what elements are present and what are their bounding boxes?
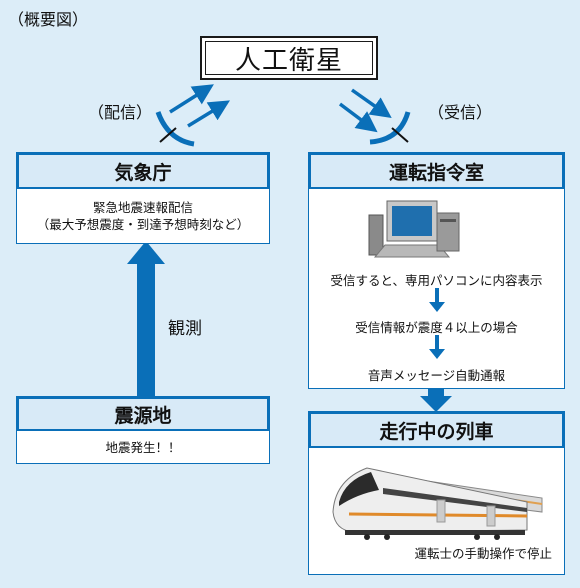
satellite-box: 人工衛星 [200, 36, 378, 80]
observation-arrow-head [127, 241, 165, 264]
satellite-label: 人工衛星 [234, 45, 343, 76]
computer-icon [368, 200, 460, 258]
uplink-dish-icon [155, 111, 195, 147]
control-room-title: 運転指令室 [311, 155, 562, 187]
jma-line-1: 緊急地震速報配信 [92, 200, 193, 215]
control-step-3: 音声メッセージ自動通報 [367, 368, 506, 383]
control-to-train-arrow-shaft [428, 389, 444, 399]
downlink-arrow-1 [350, 88, 392, 119]
uplink-arrow-2 [187, 100, 230, 128]
flow-arrow-1 [429, 288, 445, 312]
epicenter-title: 震源地 [19, 399, 267, 429]
reception-label: （受信） [428, 103, 493, 122]
control-to-train-arrow-head [420, 396, 452, 412]
satellite-box-inner-border [205, 41, 373, 75]
uplink-arrow-1 [169, 84, 214, 114]
jma-title: 気象庁 [19, 155, 267, 187]
control-room-header: 運転指令室 [309, 153, 564, 189]
train-header: 走行中の列車 [309, 412, 564, 448]
control-step-2: 受信情報が震度４以上の場合 [355, 320, 518, 335]
jma-line-2: （最大予想震度・到達予想時刻など） [36, 217, 250, 232]
train-box: 走行中の列車 運転士の手動操作で停止 [308, 411, 565, 575]
control-room-box: 運転指令室 受信すると、専用パソコンに内容表示 受信情報が震度４以上の場合 音声… [308, 152, 565, 389]
train-image [332, 467, 543, 540]
observation-arrow-shaft [137, 262, 155, 397]
observation-label: 観測 [168, 319, 202, 339]
control-step-1: 受信すると、専用パソコンに内容表示 [330, 273, 543, 288]
jma-body: 緊急地震速報配信 （最大予想震度・到達予想時刻など） [17, 199, 269, 233]
overview-label: （概要図） [8, 10, 89, 29]
epicenter-box: 震源地 地震発生！！ [16, 396, 270, 464]
jma-header: 気象庁 [17, 153, 269, 189]
downlink-dish-stand [391, 127, 409, 143]
epicenter-text: 地震発生！！ [105, 440, 181, 455]
train-caption: 運転士の手動操作で停止 [414, 546, 552, 561]
epicenter-header: 震源地 [17, 397, 269, 431]
downlink-arrow-2 [338, 102, 378, 133]
downlink-dish-icon [369, 111, 411, 145]
uplink-dish-stand [159, 127, 177, 143]
train-title: 走行中の列車 [311, 414, 562, 446]
distribution-label: （配信） [88, 103, 153, 122]
jma-box: 気象庁 緊急地震速報配信 （最大予想震度・到達予想時刻など） [16, 152, 270, 244]
flow-arrow-2 [429, 335, 445, 359]
